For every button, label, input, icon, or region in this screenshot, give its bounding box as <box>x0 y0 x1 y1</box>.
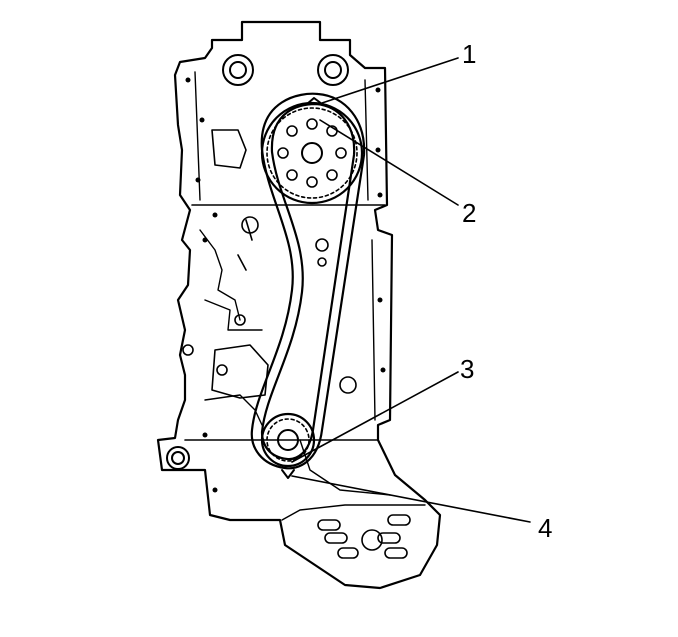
bracket-upper-left <box>211 129 247 169</box>
leader-line-1 <box>321 57 459 104</box>
block-dots <box>185 77 386 493</box>
chain-guides <box>182 129 357 399</box>
camshaft-sprocket <box>260 97 364 205</box>
cam-timing-mark <box>306 97 323 105</box>
leader-line-2 <box>319 119 459 206</box>
bolt-top-right <box>317 54 349 86</box>
callout-label-4: 4 <box>538 513 552 543</box>
crank-timing-mark <box>281 469 295 479</box>
callout-label-3: 3 <box>460 354 474 384</box>
callout-label-1: 1 <box>462 39 476 69</box>
bolt-top-left <box>222 54 254 86</box>
callout-label-2: 2 <box>462 198 476 228</box>
chain-tensioner <box>211 344 269 399</box>
oil-pan <box>317 514 411 559</box>
leader-line-4 <box>291 475 531 523</box>
engine-block <box>156 20 442 590</box>
bolt-lower-left <box>166 446 190 470</box>
timing-chain <box>250 92 366 470</box>
leader-line-3 <box>291 371 459 463</box>
leader-lines <box>291 57 531 523</box>
